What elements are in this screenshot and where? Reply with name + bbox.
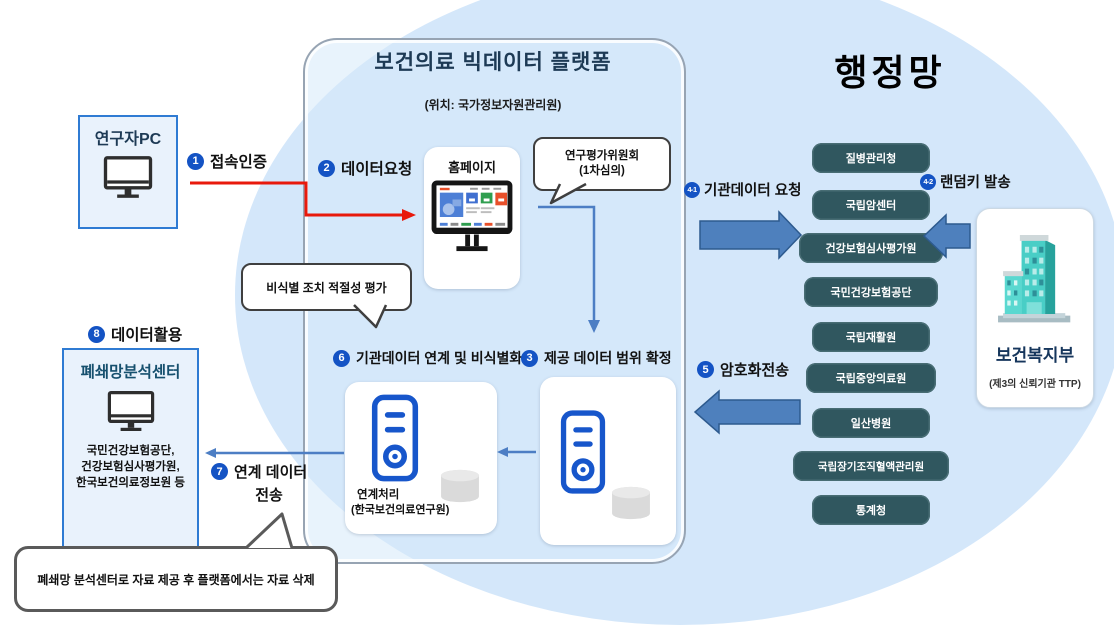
homepage-monitor-icon	[424, 180, 520, 259]
step7-badge: 7	[211, 463, 228, 480]
platform-location: (위치: 국가정보자원관리원)	[424, 98, 562, 112]
closed-center-box: 폐쇄망분석센터 국민건강보험공단, 건강보험심사평가원, 한국보건의료정보원 등	[62, 348, 199, 560]
platform-title: 보건의료 빅데이터 플랫폼	[374, 51, 612, 74]
step8-label-row: 8 데이터활용	[88, 323, 182, 345]
institution-pill: 국립중앙의료원	[806, 363, 936, 393]
step8-label: 데이터활용	[111, 327, 183, 344]
delete-note-bubble: 폐쇄망 분석센터로 자료 제공 후 플랫폼에서는 자료 삭제	[14, 546, 338, 612]
delete-bubble-tail	[244, 512, 294, 550]
closed-center-title: 폐쇄망분석센터	[80, 364, 181, 381]
homepage-card: 홈페이지	[424, 147, 520, 289]
step5-label: 암호화전송	[720, 362, 790, 379]
homepage-label: 홈페이지	[448, 160, 496, 175]
delete-note-text: 폐쇄망 분석센터로 자료 제공 후 플랫폼에서는 자료 삭제	[37, 572, 315, 587]
step3-label-row: 3 제공 데이터 범위 확정	[521, 348, 672, 368]
closed-center-org: 국민건강보험공단,	[86, 445, 175, 457]
step2-badge: 2	[318, 159, 335, 177]
institution-pill: 건강보험심사평가원	[799, 233, 943, 263]
step2-label-row: 2 데이터요청	[318, 157, 412, 179]
step4-2-label: 랜덤키 발송	[940, 175, 1011, 191]
step7-transfer-arrowhead	[205, 448, 216, 458]
institution-pill: 국민건강보험공단	[804, 277, 938, 307]
mohw-sub-label: (제3의 신뢰기관 TTP)	[989, 379, 1081, 390]
institution-pill: 국립재활원	[812, 322, 930, 352]
researcher-pc-box: 연구자PC	[78, 115, 178, 229]
institution-pill: 통계청	[812, 495, 930, 525]
linkage-server-card: 연계처리 (한국보건의료연구원)	[345, 382, 497, 534]
step6-label: 기관데이터 연계 및 비식별화	[356, 350, 523, 366]
link-process-org: (한국보건의료연구원)	[351, 504, 450, 516]
step8-badge: 8	[88, 325, 105, 343]
building-icon	[998, 235, 1071, 323]
step4-2-label-row: 4-2 랜덤키 발송	[920, 171, 1011, 192]
step4-1-label-row: 4-1 기관데이터 요청	[684, 179, 801, 200]
institution-pill: 질병관리청	[812, 143, 930, 173]
server-icon	[560, 410, 606, 494]
admin-network-title: 행정망	[834, 52, 946, 93]
deid-evaluation-bubble: 비식별 조치 적절성 평가	[241, 263, 412, 311]
step7-label-row: 7 연계 데이터	[211, 461, 307, 482]
step3-label: 제공 데이터 범위 확정	[544, 350, 672, 366]
step4-1-label: 기관데이터 요청	[704, 183, 802, 199]
institution-pill: 일산병원	[812, 408, 930, 438]
mohw-label: 보건복지부	[995, 346, 1075, 365]
mohw-card: 보건복지부 (제3의 신뢰기관 TTP)	[976, 208, 1094, 408]
step1-badge: 1	[187, 152, 204, 170]
link-process-label: 연계처리	[357, 489, 400, 501]
step3-badge: 3	[521, 349, 538, 367]
deid-evaluation-text: 비식별 조치 적절성 평가	[266, 280, 387, 295]
closed-center-orgs: 국민건강보험공단, 건강보험심사평가원, 한국보건의료정보원 등	[64, 443, 197, 491]
step6-label-row: 6 기관데이터 연계 및 비식별화	[333, 348, 522, 368]
review-committee-line2: (1차심의)	[579, 165, 625, 177]
closed-center-org: 건강보험심사평가원,	[81, 461, 180, 473]
step1-label: 접속인증	[210, 154, 268, 171]
database-cylinder-icon	[612, 486, 650, 520]
step4-1-badge: 4-1	[684, 181, 700, 198]
researcher-pc-label: 연구자PC	[94, 131, 162, 148]
step6-badge: 6	[333, 349, 350, 367]
step4-2-badge: 4-2	[920, 173, 936, 190]
closed-center-org: 한국보건의료정보원 등	[76, 477, 185, 489]
step5-label-row: 5 암호화전송	[697, 359, 789, 380]
server-icon	[371, 394, 419, 482]
step2-label: 데이터요청	[341, 161, 413, 178]
step1-label-row: 1 접속인증	[187, 150, 267, 172]
institution-pill: 국립암센터	[812, 190, 930, 220]
review-committee-line1: 연구평가위원회	[564, 150, 640, 163]
monitor-icon	[80, 155, 176, 204]
monitor-icon	[64, 390, 197, 437]
step5-badge: 5	[697, 361, 714, 378]
database-cylinder-icon	[441, 469, 479, 503]
provided-data-server-card	[540, 377, 676, 545]
institution-pill: 국립장기조직혈액관리원	[793, 451, 949, 481]
step7-label2: 전송	[255, 487, 283, 504]
review-committee-bubble: 연구평가위원회 (1차심의)	[533, 137, 671, 191]
step7-label: 연계 데이터	[234, 464, 308, 481]
